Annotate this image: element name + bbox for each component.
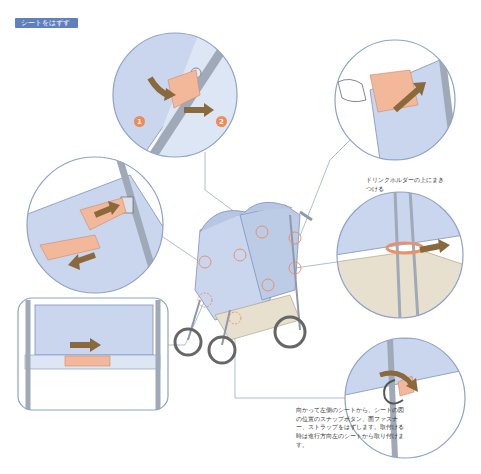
note-label: ドリンクホルダーの上にまきつける	[366, 176, 446, 193]
detail-hook	[345, 338, 465, 458]
instruction-text: 向かって左側のシートから、シートの図の位置のスナップボタン、面ファスナー、ストラ…	[296, 406, 406, 449]
detail-front-strap	[18, 298, 168, 410]
callout-text: 2	[219, 118, 224, 126]
detail-snap	[110, 30, 240, 160]
leader-lines	[160, 140, 350, 398]
callout-text: 1	[137, 118, 142, 126]
stroller	[175, 202, 312, 363]
detail-velcro	[335, 40, 455, 160]
callout-number: 1	[134, 116, 145, 127]
callout-number: 2	[216, 116, 227, 127]
detail-strap	[25, 155, 165, 295]
detail-drink-holder	[335, 190, 465, 320]
section-title: シートをはずす	[15, 18, 78, 28]
